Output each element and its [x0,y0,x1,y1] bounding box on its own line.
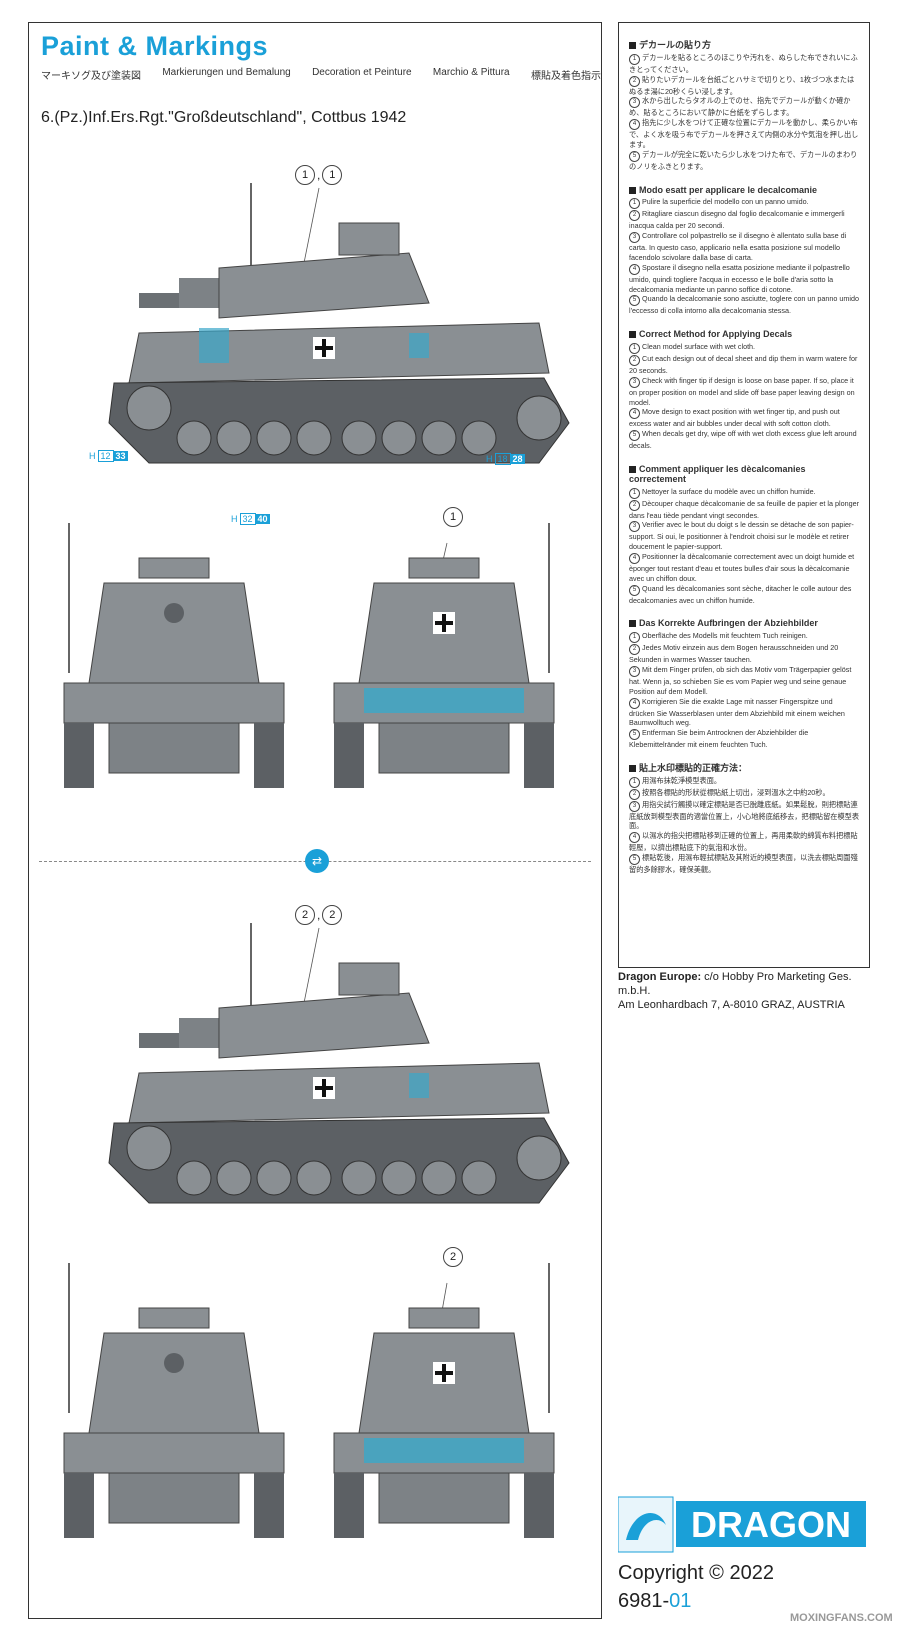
copyright: Copyright © 2022 [618,1562,774,1584]
callout-side-2: 2,2 [295,905,343,925]
distributor-address: Dragon Europe: c/o Hobby Pro Marketing G… [618,971,852,1011]
callout-side-1: 1,1 [295,165,343,185]
subtitle-chinese: 標貼及着色指示 [530,71,601,82]
tank-front-view-1 [63,523,285,788]
instructions-italian: Modo esatt per applicare le decalcomanie… [629,185,859,317]
tank-side-view-2 [108,923,570,1204]
paint-markings-panel: Paint & Markings マーキソグ及び塗装図 Markierungen… [28,22,602,1619]
tank-side-view-1 [108,183,570,464]
logo-text: DRAGON [691,1504,851,1545]
instructions-french-heading: Comment appliquer les dècalcomanies corr… [629,464,859,485]
instructions-german: Das Korrekte Aufbringen der Abziehbilder… [629,619,859,750]
subtitle-german: Markierungen und Bemalung [162,67,291,78]
instructions-japanese-heading: デカールの貼り方 [629,40,859,51]
swap-icon: ⇄ [305,849,329,873]
subtitle-row: マーキソグ及び塗装図 Markierungen und Bemalung Dec… [41,67,601,82]
subtitle-japanese: マーキソグ及び塗装図 [41,71,141,82]
watermark: MOXINGFANS.COM [790,1612,893,1624]
instructions-chinese-heading: 貼上水印標貼的正確方法： [629,763,859,774]
instructions-german-heading: Das Korrekte Aufbringen der Abziehbilder [629,619,859,629]
instructions-italian-heading: Modo esatt per applicare le decalcomanie [629,185,859,196]
subtitle-french: Decoration et Peinture [312,67,412,78]
tank-rear-view-1 [333,523,555,788]
tank-front-view-2 [63,1263,285,1538]
subtitle-italian: Marchio & Pittura [432,67,510,78]
callout-rear-1: 1 [443,507,463,527]
page-title: Paint & Markings [41,31,269,61]
tank-rear-view-2 [333,1263,555,1538]
kit-code: 6981-01 [618,1590,692,1612]
instructions-french: Comment appliquer les dècalcomanies corr… [629,464,859,605]
dragon-logo: DRAGON [618,1496,866,1553]
callout-rear-2: 2 [443,1247,463,1267]
instructions-english-heading: Correct Method for Applying Decals [629,329,859,340]
unit-caption: 6.(Pz.)Inf.Ers.Rgt."Großdeutschland", Co… [41,109,407,126]
